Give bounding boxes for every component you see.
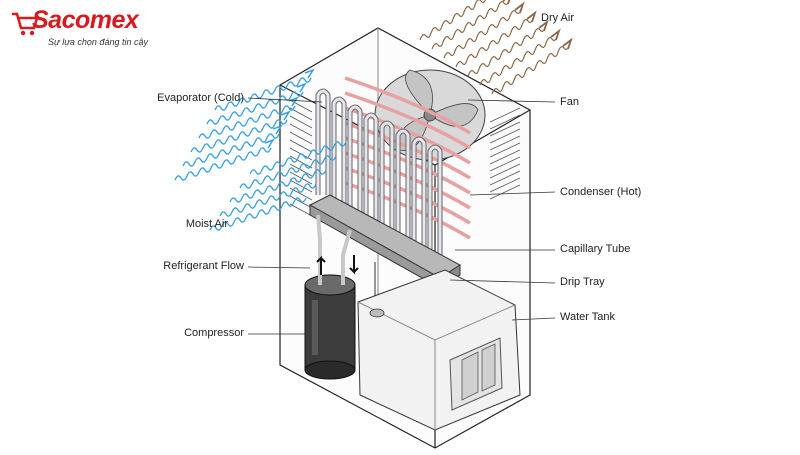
vent-slat	[489, 114, 521, 130]
dry-air-arrowhead	[550, 28, 561, 41]
vent-slat	[289, 107, 313, 121]
moist-air-arrowhead	[304, 68, 315, 79]
moist-air-arrowhead	[264, 138, 275, 149]
vent-slat	[289, 123, 313, 137]
label-condenser: Condenser (Hot)	[560, 186, 642, 198]
moist-air-arrowhead	[280, 110, 291, 121]
dry-air-arrows	[419, 0, 573, 95]
vent-slat	[489, 128, 521, 144]
dry-air-arrowhead	[538, 19, 549, 32]
evaporator-tube-fill	[348, 105, 362, 213]
brand-tagline: Sự lựa chọn đáng tin cậy	[48, 37, 148, 47]
label-moist-air: Moist Air	[185, 218, 228, 230]
vent-slat	[489, 163, 521, 179]
evaporator-tube-fill	[380, 121, 394, 231]
dry-air-wave	[431, 0, 510, 50]
leader-lines	[247, 97, 556, 335]
label-evaporator: Evaporator (Cold)	[157, 92, 244, 104]
dry-air-wave	[443, 8, 522, 59]
brand-name: Sacomex	[32, 6, 139, 34]
dry-air-arrowhead	[502, 0, 511, 5]
vent-slat	[489, 121, 521, 137]
evaporator-tube-fill	[396, 129, 410, 240]
vent-slat	[289, 131, 313, 145]
evaporator-tube-fill	[428, 145, 442, 258]
evaporator-coil	[315, 88, 443, 258]
moist-air-wave	[182, 133, 280, 167]
evaporator-tube-fill	[364, 113, 378, 222]
dry-air-arrowhead	[514, 1, 525, 14]
compressor	[304, 274, 356, 380]
evaporator-tube-fill	[332, 97, 346, 204]
dry-air-arrowhead	[526, 10, 537, 23]
moist-air-arrowhead	[296, 82, 307, 93]
moist-air-arrowhead	[272, 124, 283, 135]
label-dry-air: Dry Air	[541, 12, 574, 24]
vent-slat	[489, 184, 521, 200]
left-vent	[289, 99, 313, 217]
vent-slat	[489, 135, 521, 151]
vent-slat	[289, 155, 313, 169]
vent-slat	[289, 115, 313, 129]
vent-slat	[489, 149, 521, 165]
dry-air-wave	[455, 17, 534, 68]
vent-slat	[289, 179, 313, 193]
dry-air-wave	[479, 35, 558, 86]
label-water-tank: Water Tank	[560, 311, 616, 323]
vent-slat	[489, 156, 521, 172]
refrigerant-flow-arrows	[316, 255, 359, 275]
evaporator-tube-fill	[316, 89, 330, 195]
label-capillary-tube: Capillary Tube	[560, 243, 631, 255]
moist-air-wave	[214, 77, 312, 111]
vent-slat	[289, 171, 313, 185]
moist-air-wave	[174, 147, 272, 181]
moist-air-arrows	[174, 68, 347, 231]
condenser-tube	[344, 76, 471, 135]
moist-air-wave	[219, 183, 317, 217]
moist-air-wave	[249, 141, 347, 175]
vent-slat	[289, 203, 313, 217]
vent-slat	[289, 139, 313, 153]
cart-icon	[12, 12, 39, 36]
dry-air-wave	[491, 44, 570, 95]
moist-air-wave	[190, 119, 288, 153]
label-fan: Fan	[560, 96, 579, 108]
vent-slat	[489, 177, 521, 193]
moist-air-wave	[239, 155, 337, 189]
dry-air-wave	[419, 0, 486, 41]
dry-air-arrowhead	[562, 37, 573, 50]
label-drip-tray: Drip Tray	[560, 276, 605, 288]
drip-tray	[308, 194, 461, 289]
moist-air-wave	[209, 197, 307, 231]
moist-air-wave	[198, 105, 296, 139]
vent-slat	[489, 142, 521, 158]
water-tank	[357, 269, 521, 431]
label-refrigerant-flow: Refrigerant Flow	[163, 260, 244, 272]
moist-air-wave	[229, 169, 327, 203]
vent-slat	[289, 163, 313, 177]
right-vent	[489, 107, 521, 200]
condenser-tube	[344, 91, 471, 150]
dry-air-wave	[467, 26, 546, 77]
vent-slat	[489, 107, 521, 123]
evaporator-tube-fill	[412, 137, 426, 249]
vent-slat	[489, 170, 521, 186]
label-compressor: Compressor	[184, 327, 244, 339]
